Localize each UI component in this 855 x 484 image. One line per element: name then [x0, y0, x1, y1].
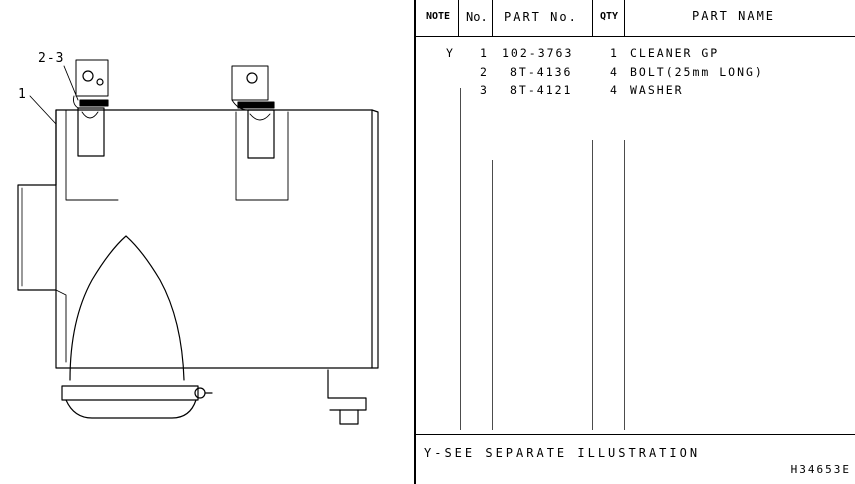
body-divider: [592, 140, 593, 430]
bracket-left: [75, 59, 109, 97]
footer-note: Y-SEE SEPARATE ILLUSTRATION: [424, 446, 701, 460]
row-part-no: 8T-4136: [510, 65, 573, 79]
body-divider: [460, 88, 461, 430]
row-part-name: CLEANER GP: [630, 46, 720, 60]
row-part-no: 8T-4121: [510, 83, 573, 97]
row-part-name: BOLT(25mm LONG): [630, 65, 764, 79]
row-part-name: WASHER: [630, 83, 684, 97]
air-cleaner-drawing: [17, 59, 379, 425]
drain-valve: [327, 369, 367, 411]
row-no: 2: [480, 65, 489, 79]
inlet-pipe: [17, 184, 57, 291]
bottom-band: [61, 385, 199, 401]
parts-illustration: 2-3 1: [0, 0, 414, 484]
header-no: No.: [466, 10, 488, 24]
column-divider: [458, 0, 459, 36]
row-part-no: 102-3763: [502, 46, 574, 60]
row-qty: 4: [610, 83, 619, 97]
row-qty: 1: [610, 46, 619, 60]
callout-leader-2-3: [63, 65, 79, 101]
column-divider: [592, 0, 593, 36]
drawing-code: H34653E: [790, 463, 851, 476]
callout-1: 1: [18, 87, 27, 102]
row-note: Y: [446, 46, 455, 60]
header-qty: QTY: [600, 11, 619, 22]
header-note: NOTE: [426, 11, 451, 22]
column-divider: [624, 0, 625, 36]
body-divider: [492, 160, 493, 430]
header-rule: [416, 36, 855, 37]
footer-rule: [416, 434, 855, 435]
header-part-name: PART NAME: [692, 9, 776, 23]
column-divider: [492, 0, 493, 36]
callout-2-3: 2-3: [38, 51, 65, 66]
parts-table: NOTE No. PART No. QTY PART NAME Y 1 102-…: [414, 0, 855, 484]
row-no: 3: [480, 83, 489, 97]
body-divider: [624, 140, 625, 430]
header-part-no: PART No.: [504, 10, 578, 24]
pointed-cover: [69, 235, 185, 381]
bracket-right: [231, 65, 269, 101]
callout-leader-1: [29, 95, 57, 125]
row-qty: 4: [610, 65, 619, 79]
row-no: 1: [480, 46, 489, 60]
